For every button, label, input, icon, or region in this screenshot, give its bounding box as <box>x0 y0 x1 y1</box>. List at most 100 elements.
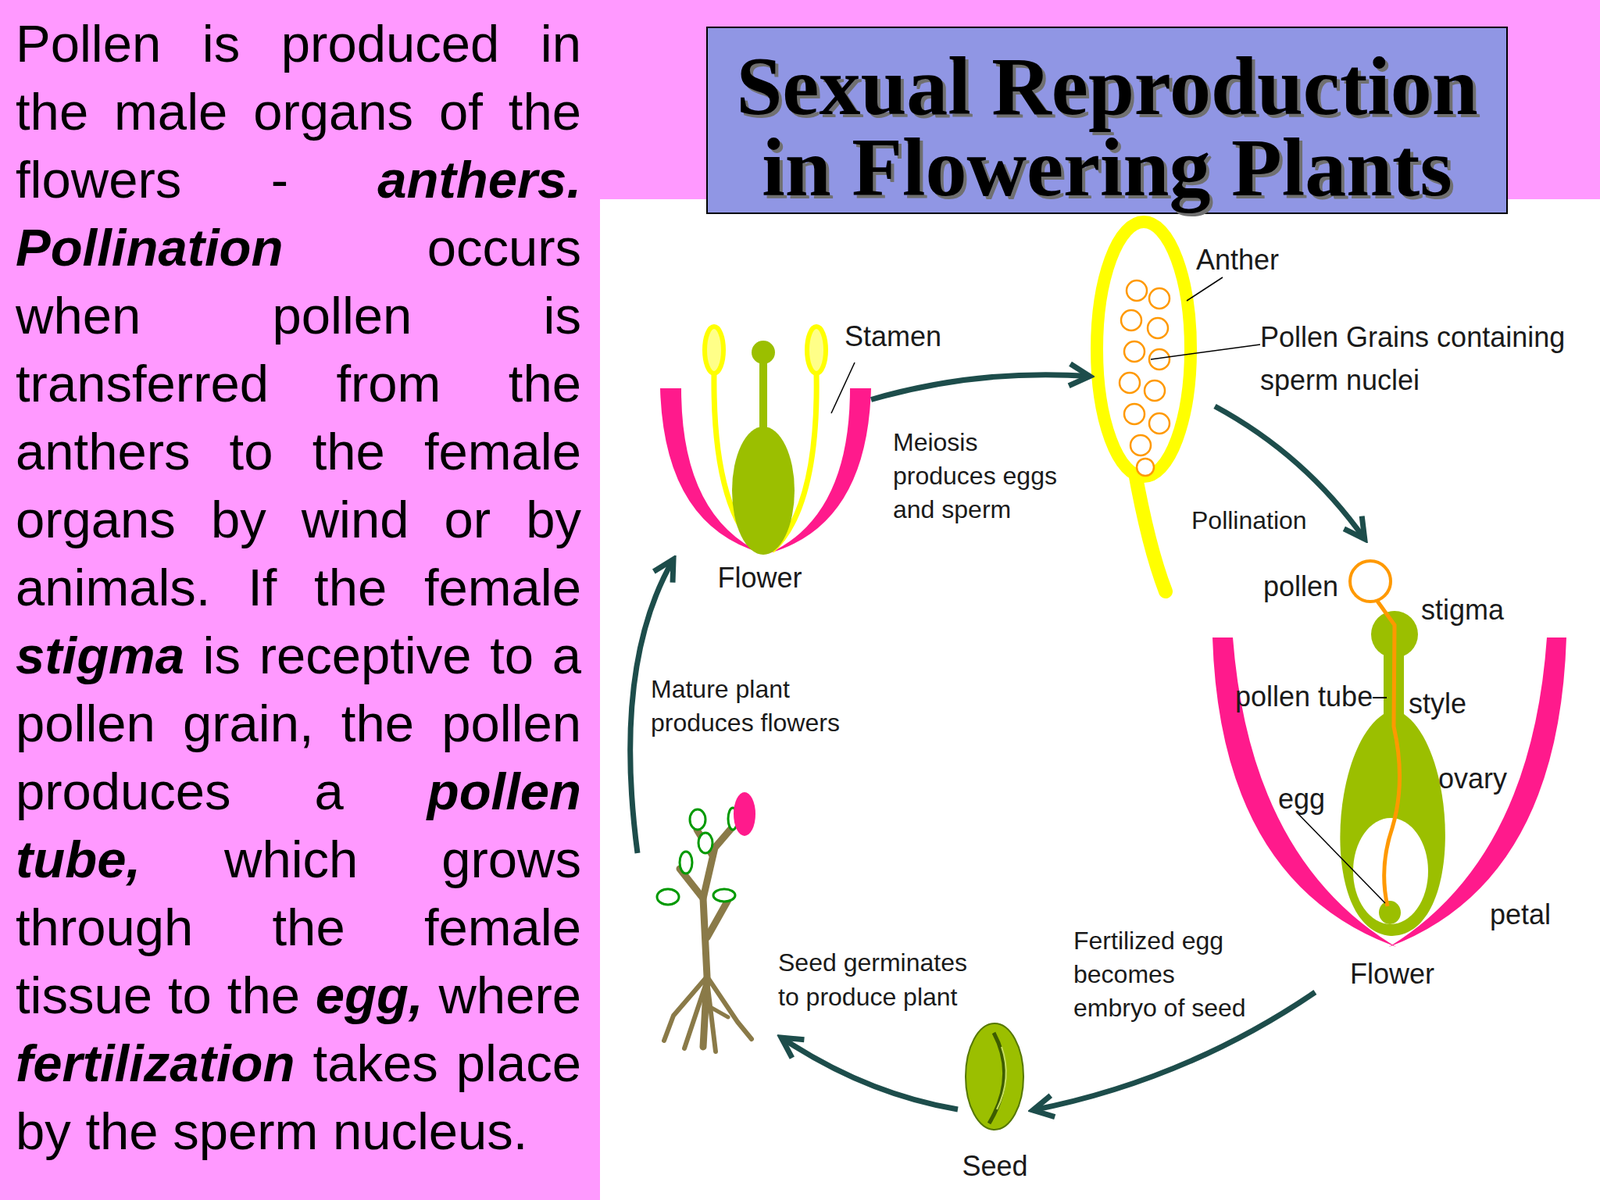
pollen-grain <box>1124 341 1145 362</box>
leader-line <box>1372 696 1387 699</box>
paragraph-word: through <box>15 897 193 957</box>
paragraph-word: animals. <box>15 557 211 617</box>
paragraph-word: male <box>114 82 228 141</box>
cycle-arrow <box>630 559 674 854</box>
anther-sac <box>1096 221 1191 477</box>
pollen-grain <box>1149 288 1170 309</box>
paragraph-word: occurs <box>427 217 582 277</box>
stage-node: Anther <box>1089 218 1215 594</box>
part-label: style <box>1408 686 1467 722</box>
leader-line <box>1297 813 1386 904</box>
plant-root <box>664 976 708 1041</box>
stamen-anther <box>704 326 724 374</box>
paragraph-word: by <box>15 1101 72 1161</box>
paragraph-word: the <box>508 353 582 413</box>
paragraph-word: the <box>227 965 300 1025</box>
part-label: egg <box>1278 782 1325 817</box>
stage-label: Flower <box>648 560 872 596</box>
paragraph-word: the <box>341 693 415 753</box>
paragraph-word: anthers. <box>377 150 582 209</box>
plant-leaf <box>657 807 738 905</box>
paragraph-word: female <box>424 557 582 617</box>
paragraph-word: in <box>540 14 582 73</box>
egg-cell <box>1378 900 1401 925</box>
seed-shape <box>965 1023 1024 1130</box>
pistil-ovary <box>732 426 795 555</box>
pistil-style <box>759 355 768 438</box>
right-flower <box>1212 560 1567 947</box>
part-label: pollen <box>1263 569 1339 604</box>
slide-title: Sexual Reproduction in Flowering Plants <box>707 46 1508 209</box>
part-label: Mature plant produces flowers <box>650 672 847 740</box>
paragraph-word: when <box>15 285 141 345</box>
pollen-grain <box>1350 560 1391 602</box>
seed-embryo <box>989 1032 1005 1124</box>
plant-stem <box>696 829 713 856</box>
paragraph-word: the <box>85 1101 158 1161</box>
plant-root <box>704 1003 729 1018</box>
paragraph-word: produces <box>15 761 232 821</box>
pollen-grain <box>1124 403 1145 425</box>
pollen-grain <box>1121 310 1142 331</box>
stamen-anther <box>807 326 826 374</box>
pistil-stigma <box>751 340 775 365</box>
arrow-label: Fertilized egg becomes embryo of seed <box>1073 924 1255 1025</box>
pollen-grain <box>1126 280 1147 301</box>
part-label: Seed germinates to produce plant <box>778 945 986 1015</box>
pollen-grain <box>1136 458 1154 476</box>
pollen-grain <box>1119 280 1170 476</box>
stage-node: Seed <box>957 1015 1033 1188</box>
part-label: Stamen <box>844 319 942 354</box>
paragraph-word: which <box>224 829 358 889</box>
paragraph-word: or <box>444 489 492 549</box>
paragraph-word: pollen <box>441 693 582 753</box>
plant-leaf <box>698 832 713 854</box>
stage-label: Anther <box>1196 242 1279 278</box>
paragraph-word: female <box>424 897 582 957</box>
paragraph-word: stigma <box>15 625 185 685</box>
paragraph-word: to <box>229 421 274 481</box>
paragraph-word: fertilization <box>15 1033 295 1093</box>
paragraph-word: is <box>202 14 240 73</box>
seed-embryo <box>996 1046 1007 1110</box>
leader-line <box>1186 277 1223 301</box>
stage-label: Seed <box>957 1149 1033 1184</box>
arrow-label: Pollination <box>1191 503 1348 538</box>
plant-stem <box>707 900 729 938</box>
plant-leaf <box>657 889 679 905</box>
part-label: petal <box>1489 897 1551 933</box>
pollen-grain <box>1144 380 1165 401</box>
paragraph-word: grows <box>441 829 582 889</box>
pollen-grain <box>1149 413 1170 434</box>
paragraph-word: place <box>456 1033 582 1093</box>
paragraph-word: the <box>272 897 346 957</box>
plant-leaf <box>679 851 693 874</box>
paragraph-word: is <box>203 625 241 685</box>
cycle-arrow <box>1032 992 1315 1111</box>
paragraph-word: the <box>312 421 386 481</box>
paragraph-word: pollen <box>15 693 156 753</box>
paragraph-word: where <box>438 965 581 1025</box>
paragraph-word: flowers <box>15 150 182 209</box>
pollen-grain <box>1119 372 1140 393</box>
paragraph-word: Pollination <box>15 217 283 277</box>
paragraph-word: transferred <box>15 353 269 413</box>
part-label: ovary <box>1438 761 1508 797</box>
paragraph-word: female <box>424 421 582 481</box>
plant-root <box>684 980 708 1049</box>
paragraph-word: by <box>210 489 267 549</box>
paragraph-word: receptive <box>259 625 472 685</box>
pollen-grain <box>1147 317 1168 339</box>
cycle-arrow <box>1214 406 1365 540</box>
paragraph-word: the <box>15 82 89 141</box>
paragraph-word: to <box>167 965 212 1025</box>
part-label: stigma <box>1421 592 1504 628</box>
paragraph-word: organs <box>15 489 176 549</box>
paragraph-word: tissue <box>15 965 153 1025</box>
paragraph-word: is <box>543 285 582 345</box>
arrow-label: Meiosis produces eggs and sperm <box>892 425 1069 527</box>
paragraph-word: by <box>525 489 582 549</box>
paragraph-word: takes <box>313 1033 439 1093</box>
paragraph-word: egg, <box>315 965 424 1025</box>
